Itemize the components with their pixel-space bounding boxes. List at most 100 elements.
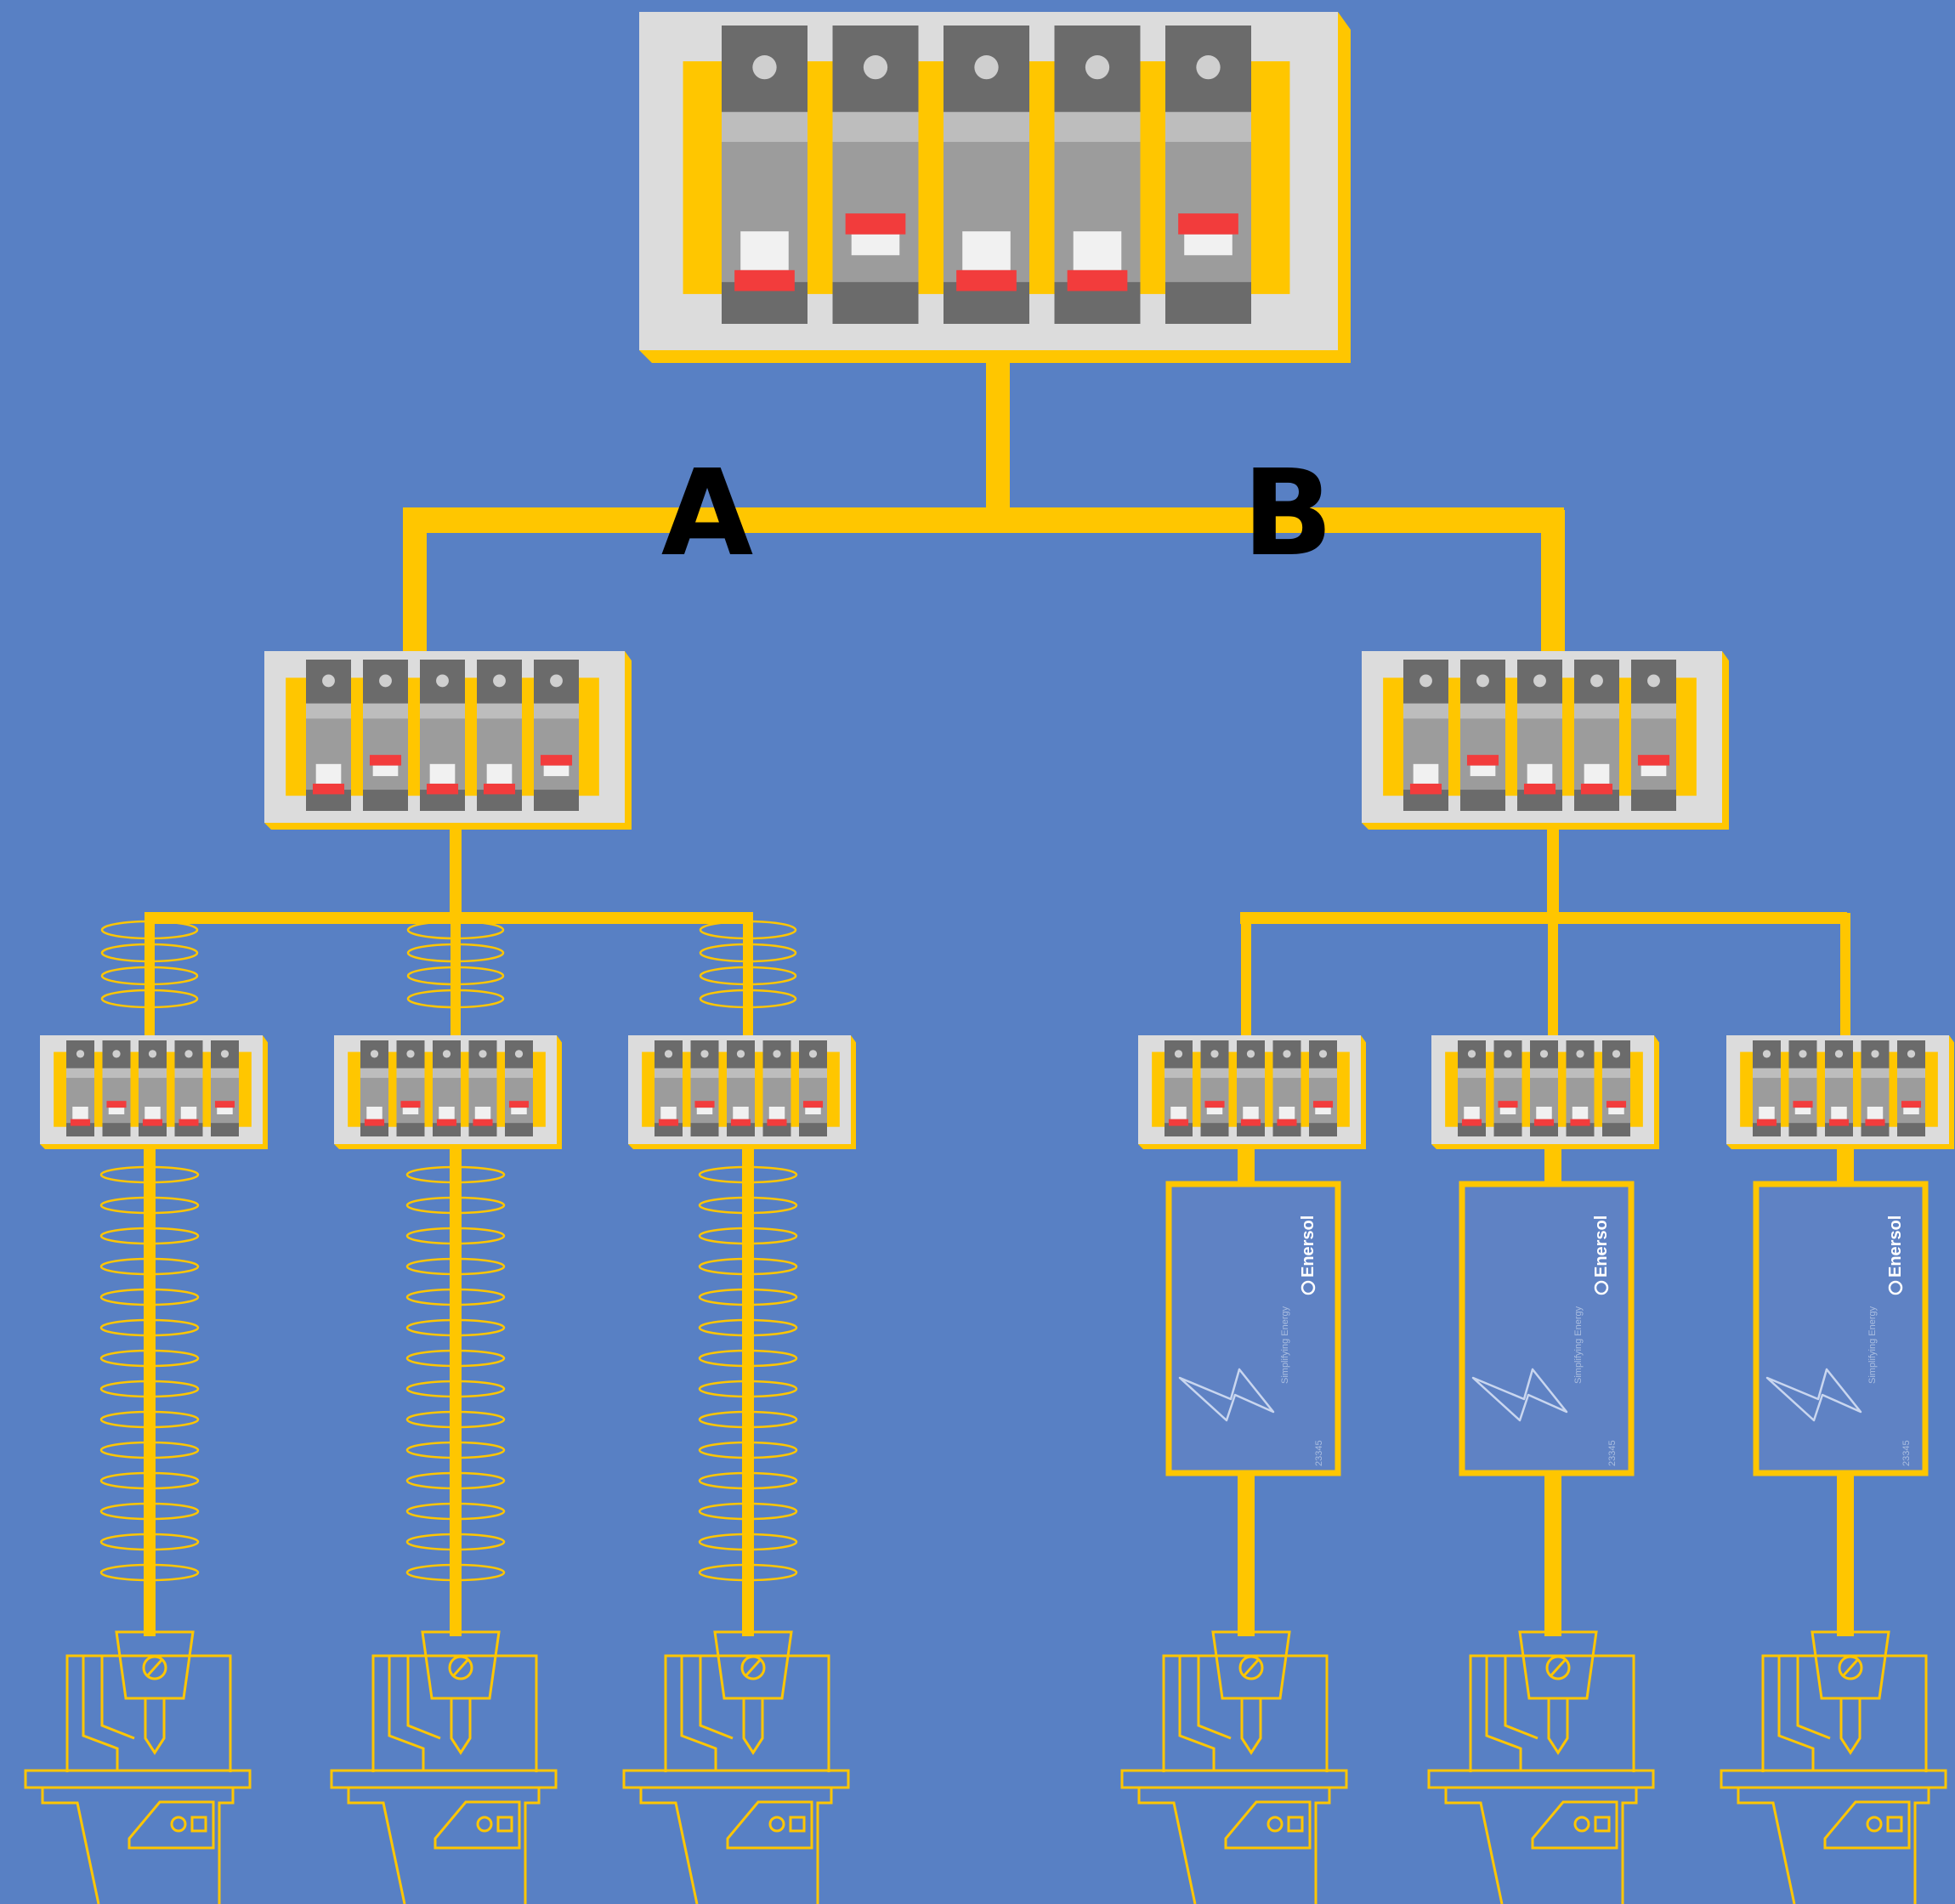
circuit-breaker: [1788, 1040, 1817, 1136]
coil-turn: [405, 1318, 506, 1337]
press-base: [524, 1788, 541, 1904]
control-button-icon: [170, 1816, 187, 1833]
circuit-breaker: [1054, 26, 1141, 324]
trip-indicator: [1580, 783, 1613, 795]
trip-indicator: [1312, 1101, 1334, 1108]
press-control-box: [128, 1800, 215, 1850]
press-machine-icon: [330, 1630, 558, 1904]
distribution-board-a3: [628, 1035, 856, 1149]
coil-turn: [698, 1380, 798, 1398]
unit-casing: [1753, 1181, 1929, 1476]
press-base: [1137, 1788, 1197, 1904]
breaker-switch: [1572, 1106, 1589, 1119]
breaker-base: [102, 1123, 131, 1136]
trip-indicator: [142, 1119, 163, 1126]
trip-indicator: [730, 1119, 751, 1126]
coil-turn: [99, 1318, 200, 1337]
press-table: [622, 1769, 850, 1789]
breaker-base: [1861, 1123, 1890, 1136]
breaker-base: [1566, 1123, 1595, 1136]
tagline: Simplifying Energy: [1280, 1306, 1290, 1384]
terminal-screw-icon: [1210, 1050, 1219, 1058]
press-control-box: [1531, 1800, 1618, 1850]
terminal-screw-icon: [112, 1050, 121, 1058]
breaker-switch: [1794, 1108, 1811, 1115]
inductive-coil-icon: [100, 920, 199, 1009]
model-group: 23345: [1314, 1440, 1324, 1466]
terminal-screw-icon: [1612, 1050, 1621, 1058]
breaker-band: [433, 1068, 461, 1079]
terminal-screw-icon: [1318, 1050, 1328, 1058]
press-machine-icon: [1720, 1630, 1947, 1904]
coil-turn: [405, 1349, 506, 1368]
breaker-band: [66, 1068, 94, 1079]
circuit-breaker: [306, 660, 351, 811]
breaker-switch: [1903, 1108, 1919, 1115]
model-group: 23345: [1901, 1440, 1912, 1466]
breaker-switch: [1206, 1108, 1223, 1115]
control-button-icon: [1266, 1816, 1284, 1833]
breaker-base: [1309, 1123, 1337, 1136]
breaker-switch: [1499, 1108, 1516, 1115]
breaker-band: [306, 703, 351, 719]
press-frame: [664, 1654, 830, 1772]
breaker-switch: [851, 234, 900, 256]
breaker-base: [360, 1123, 388, 1136]
circuit-breaker: [1566, 1040, 1595, 1136]
breaker-switch: [1278, 1106, 1295, 1119]
press-frame: [371, 1654, 538, 1772]
terminal-screw-icon: [1283, 1050, 1291, 1058]
press-base: [1621, 1788, 1638, 1904]
trip-indicator: [1606, 1101, 1627, 1108]
trip-indicator: [802, 1101, 824, 1108]
press-head: [1810, 1630, 1890, 1700]
circuit-breaker: [1493, 1040, 1522, 1136]
breaker-switch: [543, 765, 570, 777]
inductive-coil-icon: [698, 1165, 798, 1582]
breaker-band: [727, 1068, 755, 1079]
circuit-breaker: [1164, 1040, 1193, 1136]
press-column: [1777, 1656, 1815, 1771]
press-gauge-icon: [1545, 1655, 1571, 1680]
breaker-band: [722, 111, 808, 142]
breaker-switch: [1536, 1106, 1552, 1119]
terminal-screw-icon: [700, 1050, 709, 1058]
trip-indicator: [658, 1119, 679, 1126]
coil-turn: [405, 1196, 506, 1215]
brand-name: Enersol: [1299, 1216, 1318, 1278]
circuit-breaker: [1897, 1040, 1925, 1136]
breaker-switch: [1867, 1106, 1884, 1119]
trip-indicator: [436, 1119, 457, 1126]
trip-indicator: [214, 1101, 235, 1108]
coil-turn: [99, 1227, 200, 1245]
circuit-breaker: [722, 26, 808, 324]
breaker-band: [944, 111, 1029, 142]
breaker-base: [1458, 1123, 1486, 1136]
breaker-band: [396, 1068, 425, 1079]
circuit-breaker: [1574, 660, 1619, 811]
press-control-box: [1823, 1800, 1911, 1850]
terminal-screw-icon: [808, 1050, 818, 1058]
press-table: [1120, 1769, 1348, 1789]
circuit-breaker: [1530, 1040, 1558, 1136]
coil-turn: [698, 1257, 798, 1276]
brand-name: Enersol: [1592, 1216, 1611, 1278]
trip-indicator: [845, 213, 906, 235]
circuit-breaker: [762, 1040, 791, 1136]
trip-indicator: [734, 269, 795, 292]
terminal-screw-icon: [1539, 1050, 1549, 1058]
coil-turn: [99, 1410, 200, 1429]
press-base: [1314, 1788, 1331, 1904]
breaker-switch: [660, 1106, 677, 1119]
press-table: [1427, 1769, 1655, 1789]
press-table: [24, 1769, 252, 1789]
breaker-base: [727, 1123, 755, 1136]
breaker-switch: [733, 1106, 749, 1119]
press-gauge-needle: [145, 1658, 164, 1678]
press-gauge-needle: [451, 1658, 470, 1678]
terminal-screw-icon: [1834, 1050, 1844, 1058]
press-column: [1178, 1656, 1216, 1771]
